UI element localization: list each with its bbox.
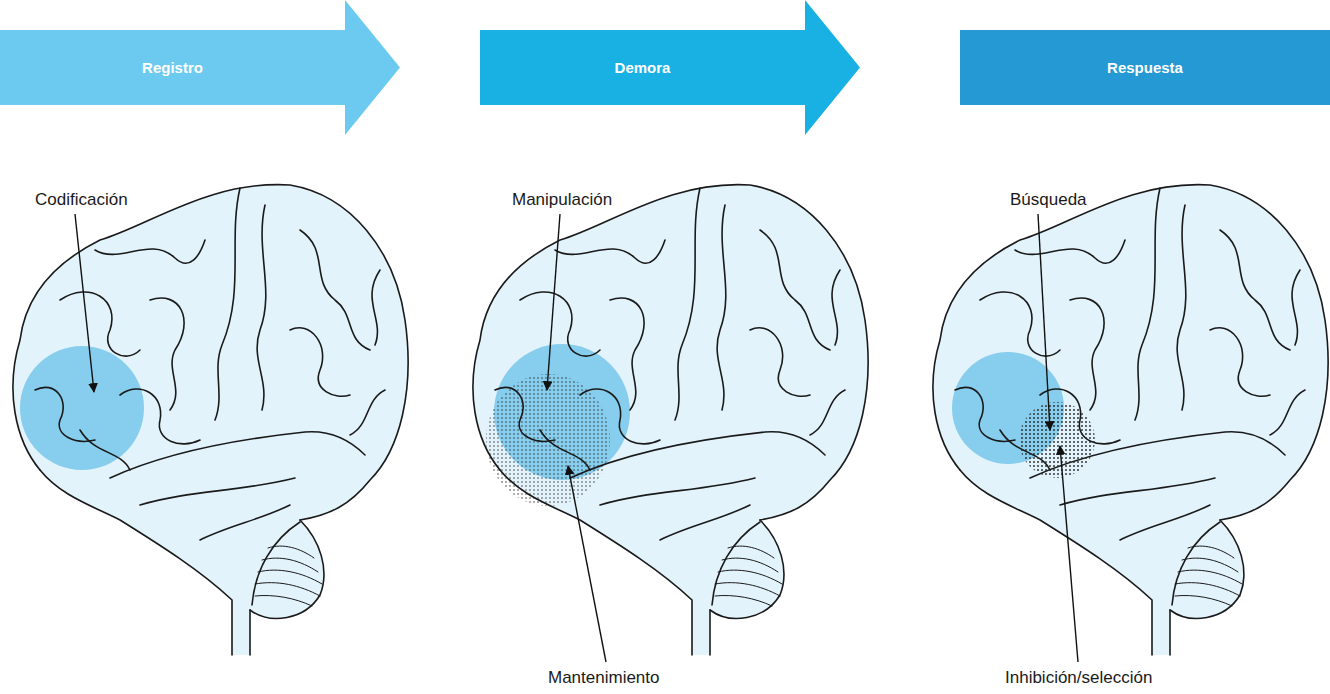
arrow-body: Demora xyxy=(480,30,805,105)
leader-lines xyxy=(75,214,1078,662)
brain-demora xyxy=(473,185,868,655)
stage-label: Registro xyxy=(142,59,203,76)
stage-arrow: Respuesta xyxy=(960,30,1330,105)
arrow-body: Registro xyxy=(0,30,345,105)
region-label: Codificación xyxy=(35,190,128,210)
arrow-body: Respuesta xyxy=(960,30,1330,105)
region-label: Manipulación xyxy=(512,190,612,210)
stage-label: Demora xyxy=(615,59,671,76)
region-label: Inhibición/selección xyxy=(1005,668,1152,688)
brain-registro xyxy=(13,185,408,655)
stage-label: Respuesta xyxy=(1107,59,1183,76)
stage-arrow: Registro xyxy=(0,0,400,135)
brain-respuesta xyxy=(933,185,1328,655)
region-label: Mantenimiento xyxy=(548,668,660,688)
stage-arrow: Demora xyxy=(480,0,860,135)
region-label: Búsqueda xyxy=(1010,190,1087,210)
